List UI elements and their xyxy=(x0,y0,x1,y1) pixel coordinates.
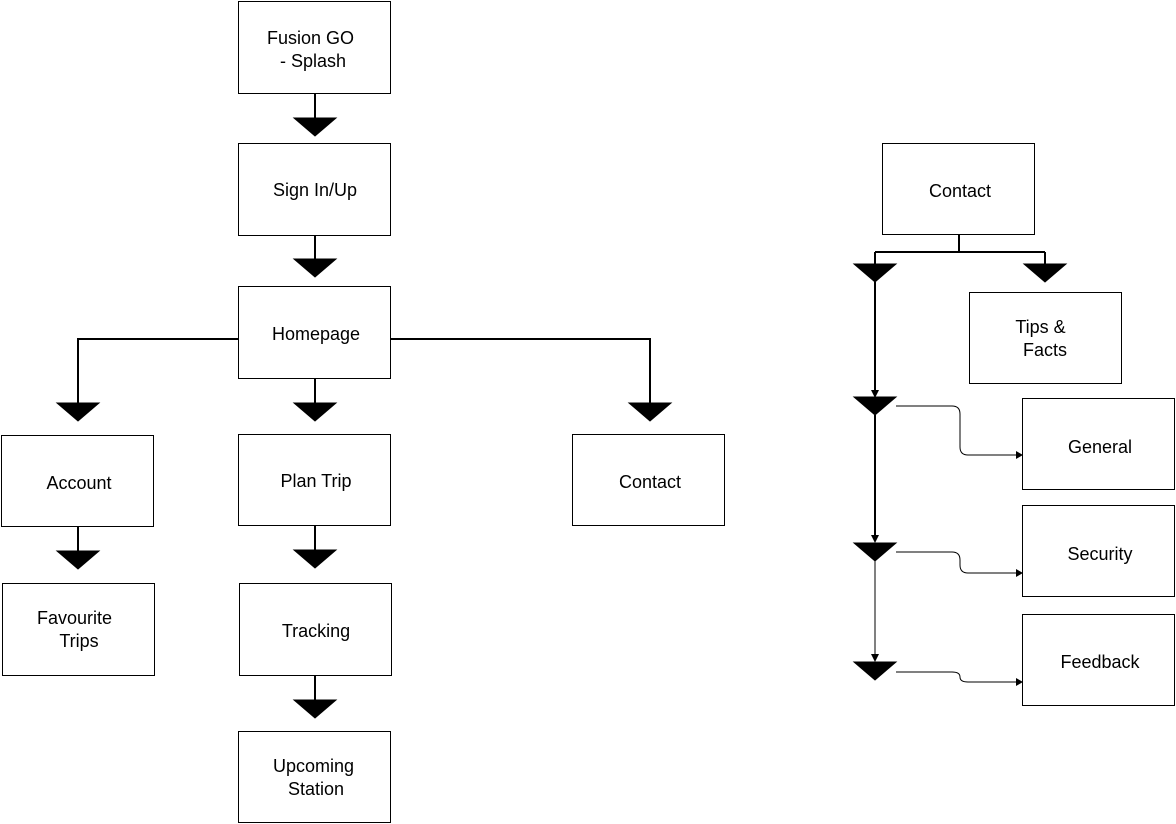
node-box xyxy=(882,143,1035,235)
edges-right xyxy=(852,235,1068,686)
node-box xyxy=(238,434,391,526)
edge-homepage-contact xyxy=(390,338,651,403)
edge-to-feedback xyxy=(896,671,1016,683)
node-splash: Fusion GO - Splash xyxy=(238,1,391,94)
arrowhead-down xyxy=(852,396,898,416)
node-box xyxy=(1,435,154,527)
small-arrowhead xyxy=(871,390,879,398)
small-arrowhead xyxy=(1016,678,1023,686)
small-arrowhead xyxy=(871,654,879,662)
node-box xyxy=(1022,614,1175,706)
arrowhead-down xyxy=(292,699,338,719)
node-label: Contact xyxy=(619,472,681,492)
node-box xyxy=(2,583,155,676)
node-contact-right: Contact xyxy=(882,143,1035,235)
node-contact-main: Contact xyxy=(572,434,725,526)
node-homepage: Homepage xyxy=(238,286,391,379)
node-tracking: Tracking xyxy=(239,583,392,676)
node-security: Security xyxy=(1022,505,1175,597)
edge-to-security xyxy=(896,551,1016,574)
edges-left xyxy=(55,94,673,719)
node-general: General xyxy=(1022,398,1175,490)
node-box xyxy=(238,731,391,823)
node-box xyxy=(969,292,1122,384)
arrowhead-down xyxy=(55,550,101,570)
node-box xyxy=(1022,398,1175,490)
node-label: Security xyxy=(1067,544,1132,564)
node-feedback: Feedback xyxy=(1022,614,1175,706)
node-label: Feedback xyxy=(1060,652,1140,672)
node-label: Plan Trip xyxy=(280,471,351,491)
node-sign-in-up: Sign In/Up xyxy=(238,143,391,236)
node-plan-trip: Plan Trip xyxy=(238,434,391,526)
node-box xyxy=(572,434,725,526)
arrowhead-down xyxy=(292,402,338,422)
edge-homepage-account xyxy=(77,338,239,403)
arrowhead-down xyxy=(1022,263,1068,283)
node-box xyxy=(1022,505,1175,597)
small-arrowhead xyxy=(1016,569,1023,577)
node-box xyxy=(239,583,392,676)
node-label: Homepage xyxy=(272,324,360,344)
node-label: Contact xyxy=(929,181,991,201)
node-label: Sign In/Up xyxy=(273,180,357,200)
node-label: Tips & Facts xyxy=(1015,317,1070,360)
node-label: General xyxy=(1068,437,1132,457)
node-label: Favourite Trips xyxy=(37,608,117,651)
arrowhead-down xyxy=(852,263,898,283)
arrowhead-down xyxy=(292,549,338,569)
edge-to-general xyxy=(896,405,1016,456)
arrowhead-down xyxy=(55,402,101,422)
arrowhead-down xyxy=(852,542,898,562)
node-label: Fusion GO - Splash xyxy=(267,28,359,71)
node-label: Tracking xyxy=(282,621,350,641)
arrowhead-down xyxy=(292,117,338,137)
node-account: Account xyxy=(1,435,154,527)
node-label: Account xyxy=(46,473,111,493)
node-upcoming-station: Upcoming Station xyxy=(238,731,391,823)
node-box xyxy=(238,143,391,236)
node-label: Upcoming Station xyxy=(273,756,359,799)
node-favourite-trips: Favourite Trips xyxy=(2,583,155,676)
small-arrowhead xyxy=(871,535,879,543)
arrowhead-down xyxy=(627,402,673,422)
arrowhead-down xyxy=(852,661,898,681)
node-box xyxy=(238,1,391,94)
node-tips-facts: Tips & Facts xyxy=(969,292,1122,384)
arrowhead-down xyxy=(292,258,338,278)
node-box xyxy=(238,286,391,379)
small-arrowhead xyxy=(1016,451,1023,459)
